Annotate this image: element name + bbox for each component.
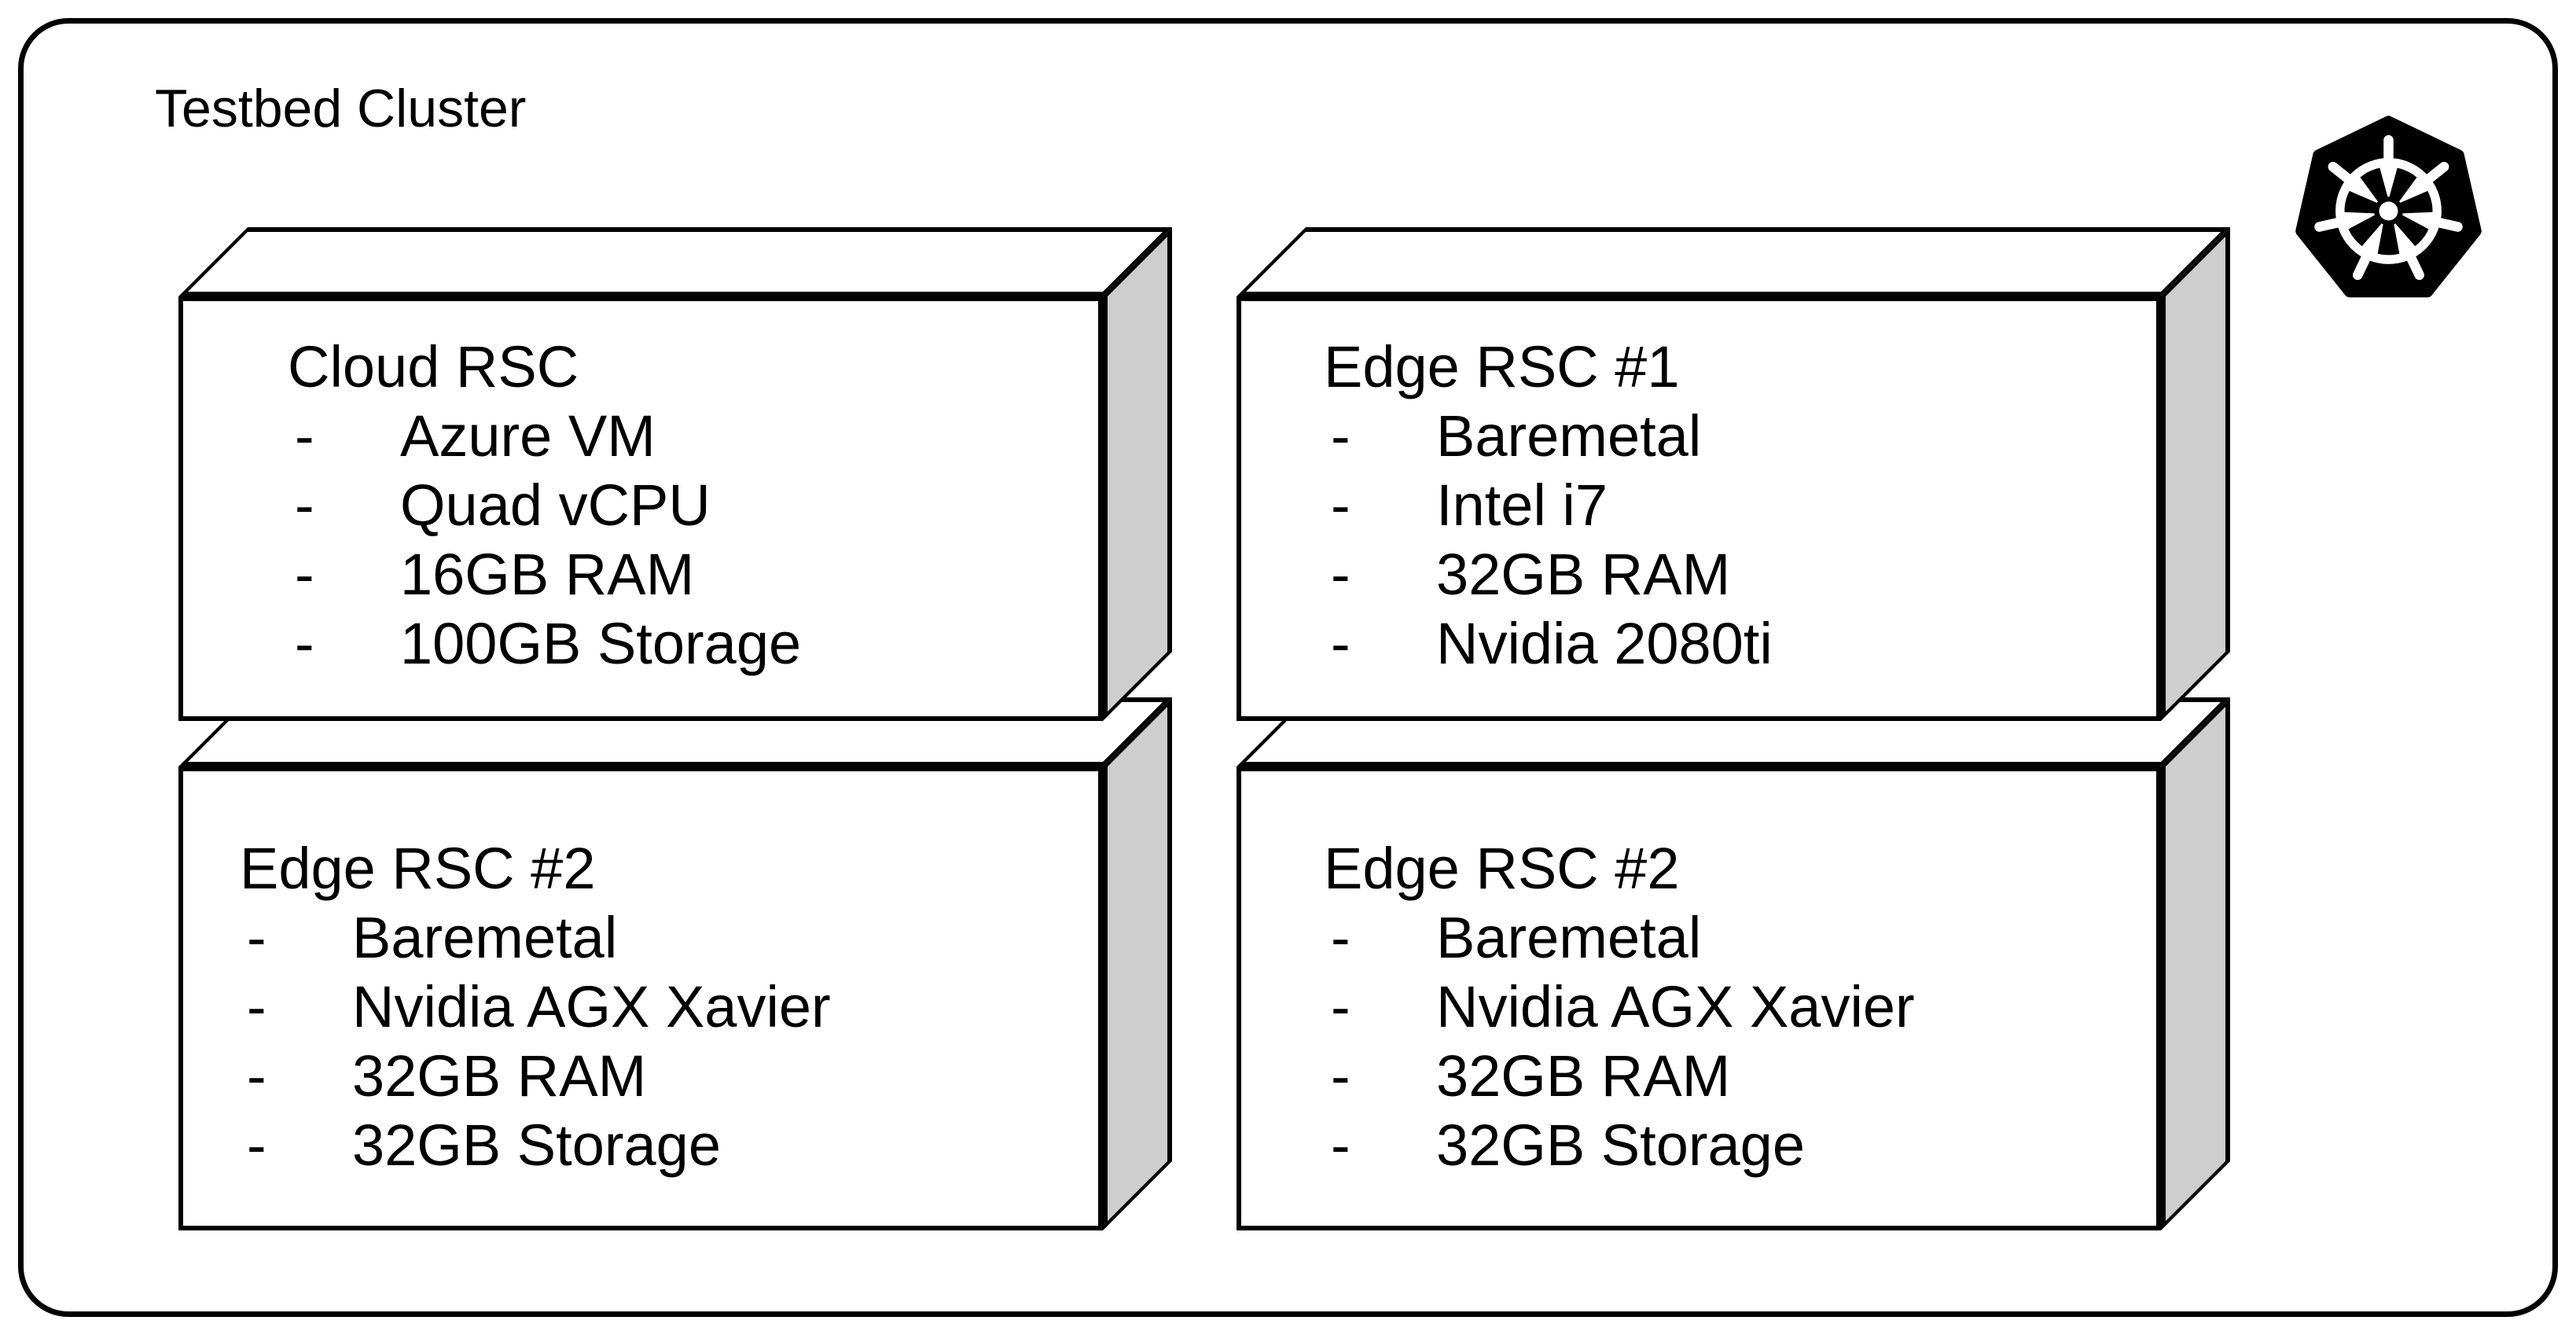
- bullet-dash: -: [1331, 611, 1350, 676]
- cube-right-face: [1103, 227, 1172, 721]
- cube-cloud-rsc: Cloud RSC - Azure VM - Quad vCPU - 16GB RAM - 1…: [178, 227, 1172, 721]
- bullet-text: Nvidia AGX Xavier: [1436, 974, 1915, 1039]
- bullet-text: 100GB Storage: [400, 611, 802, 676]
- bullet-text: Quad vCPU: [400, 473, 711, 538]
- bullet-text: Baremetal: [1436, 403, 1702, 469]
- bullet-item: - Azure VM: [295, 402, 1098, 471]
- bullet-item: - Quad vCPU: [295, 471, 1098, 540]
- bullet-text: Azure VM: [400, 403, 656, 469]
- kubernetes-logo: [2295, 116, 2482, 298]
- box-bullet-list: - Baremetal - Nvidia AGX Xavier - 32GB RAM - 32…: [1331, 903, 2156, 1180]
- bullet-text: 32GB Storage: [1436, 1112, 1805, 1178]
- bullet-text: Baremetal: [352, 905, 618, 970]
- bullet-text: 32GB RAM: [352, 1043, 647, 1109]
- bullet-dash: -: [1331, 1043, 1350, 1109]
- bullet-item: - 100GB Storage: [295, 609, 1098, 679]
- cube-right-face: [1103, 697, 1172, 1230]
- bullet-item: - 32GB Storage: [1331, 1111, 2156, 1180]
- bullet-dash: -: [295, 611, 314, 676]
- box-title: Cloud RSC: [288, 334, 579, 399]
- cube-right-face: [2161, 697, 2230, 1230]
- box-bullet-list: - Baremetal - Nvidia AGX Xavier - 32GB RAM - 32…: [247, 903, 1098, 1180]
- bullet-dash: -: [1331, 1112, 1350, 1178]
- cube-front-face: Edge RSC #2 - Baremetal - Nvidia AGX Xavier…: [1237, 767, 2161, 1230]
- bullet-item: - Nvidia AGX Xavier: [247, 973, 1098, 1042]
- bullet-dash: -: [295, 473, 314, 538]
- bullet-item: - Nvidia 2080ti: [1331, 609, 2156, 679]
- cube-edge-rsc-2-left: Edge RSC #2 - Baremetal - Nvidia AGX Xavier…: [178, 697, 1172, 1230]
- box-title: Edge RSC #1: [1324, 334, 1680, 399]
- bullet-text: Intel i7: [1436, 473, 1608, 538]
- box-bullet-list: - Baremetal - Intel i7 - 32GB RAM - Nvidia 2080…: [1331, 402, 2156, 679]
- cube-front-face: Cloud RSC - Azure VM - Quad vCPU - 16GB RAM - 1…: [178, 296, 1103, 721]
- bullet-item: - Nvidia AGX Xavier: [1331, 973, 2156, 1042]
- bullet-item: - Baremetal: [1331, 402, 2156, 471]
- bullet-item: - 32GB RAM: [247, 1042, 1098, 1111]
- box-bullet-list: - Azure VM - Quad vCPU - 16GB RAM - 100GB Stora…: [295, 402, 1098, 679]
- bullet-dash: -: [1331, 403, 1350, 469]
- cube-front-face: Edge RSC #2 - Baremetal - Nvidia AGX Xavier…: [178, 767, 1103, 1230]
- cube-edge-rsc-2-right: Edge RSC #2 - Baremetal - Nvidia AGX Xavier…: [1237, 697, 2230, 1230]
- bullet-text: 32GB RAM: [1436, 1043, 1731, 1109]
- bullet-dash: -: [1331, 974, 1350, 1039]
- cube-edge-rsc-1: Edge RSC #1 - Baremetal - Intel i7 - 32GB RAM…: [1237, 227, 2230, 721]
- bullet-item: - Intel i7: [1331, 471, 2156, 540]
- bullet-text: Nvidia 2080ti: [1436, 611, 1773, 676]
- bullet-dash: -: [247, 1112, 266, 1178]
- bullet-text: 32GB Storage: [352, 1112, 721, 1178]
- bullet-text: Baremetal: [1436, 905, 1702, 970]
- bullet-dash: -: [247, 974, 266, 1039]
- bullet-dash: -: [295, 403, 314, 469]
- box-title: Edge RSC #2: [1324, 836, 1680, 901]
- cube-right-face: [2161, 227, 2230, 721]
- cube-top-face: [1237, 227, 2230, 296]
- bullet-text: 32GB RAM: [1436, 542, 1731, 607]
- bullet-dash: -: [1331, 905, 1350, 970]
- bullet-text: Nvidia AGX Xavier: [352, 974, 831, 1039]
- bullet-item: - 16GB RAM: [295, 540, 1098, 609]
- box-title: Edge RSC #2: [240, 836, 596, 901]
- bullet-dash: -: [1331, 542, 1350, 607]
- bullet-dash: -: [247, 905, 266, 970]
- bullet-item: - Baremetal: [247, 903, 1098, 973]
- bullet-item: - Baremetal: [1331, 903, 2156, 973]
- bullet-item: - 32GB RAM: [1331, 540, 2156, 609]
- bullet-item: - 32GB RAM: [1331, 1042, 2156, 1111]
- page-title: Testbed Cluster: [155, 79, 527, 138]
- cube-front-face: Edge RSC #1 - Baremetal - Intel i7 - 32GB RAM…: [1237, 296, 2161, 721]
- cube-top-face: [178, 227, 1172, 296]
- bullet-dash: -: [295, 542, 314, 607]
- bullet-text: 16GB RAM: [400, 542, 695, 607]
- bullet-dash: -: [1331, 473, 1350, 538]
- bullet-dash: -: [247, 1043, 266, 1109]
- bullet-item: - 32GB Storage: [247, 1111, 1098, 1180]
- kubernetes-helm-wheel: [2314, 134, 2463, 281]
